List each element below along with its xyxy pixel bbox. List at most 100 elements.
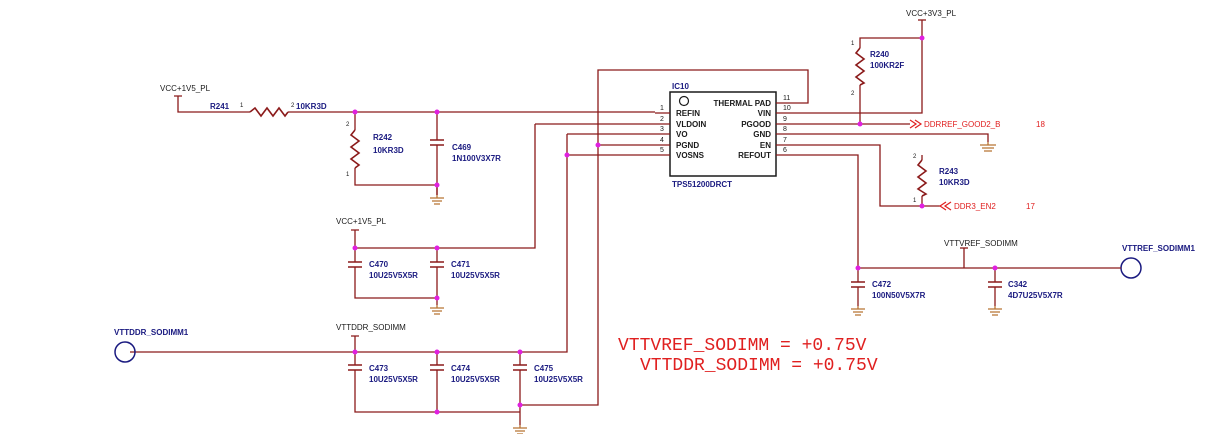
c472-ref: C472 [872, 280, 892, 289]
pin-num-9: 9 [783, 116, 787, 123]
junctions [352, 35, 998, 415]
resistor-r242: 2 1 R242 10KR3D [346, 122, 404, 178]
c472-value: 100N50V5X7R [872, 291, 926, 300]
pin-name-refout: REFOUT [738, 151, 771, 160]
net-vcc1v5-mid: VCC+1V5_PL [336, 217, 387, 226]
pin-num-7: 7 [783, 137, 787, 144]
ic-ref: IC10 [672, 82, 689, 91]
pgood-port-label: DDRREF_GOOD2_B [924, 120, 1000, 129]
pin-num-6: 6 [783, 147, 787, 154]
r241-ref: R241 [210, 102, 230, 111]
ground-icon [430, 305, 444, 315]
resistors: R241 1 2 10KR3D 2 1 R242 10KR3D 1 2 R240… [210, 41, 970, 204]
wires [130, 20, 1120, 425]
ground-icon [430, 195, 444, 205]
pin-num-5: 5 [660, 147, 664, 154]
notes: VTTVREF_SODIMM = +0.75V VTTDDR_SODIMM = … [618, 336, 878, 376]
junction [564, 152, 570, 158]
pin-name-pgood: PGOOD [741, 120, 771, 129]
pin-name-refin: REFIN [676, 109, 700, 118]
port-vttref: VTTREF_SODIMM1 [1120, 244, 1195, 279]
junction [857, 121, 863, 127]
junction [919, 203, 925, 209]
capacitor-c474: C474 10U25V5X5R [430, 362, 500, 384]
c469-value: 1N100V3X7R [452, 154, 501, 163]
ic10: IC10 TPS51200DRCT 1 2 3 4 5 REFIN VLDOIN… [655, 82, 792, 189]
capacitor-c469: C469 1N100V3X7R [430, 139, 501, 163]
ground-icon [513, 425, 527, 434]
c473-value: 10U25V5X5R [369, 375, 418, 384]
net-vttvref: VTTVREF_SODIMM [944, 239, 1018, 248]
junction [434, 409, 440, 415]
c475-value: 10U25V5X5R [534, 375, 583, 384]
pin-mark: 1 [346, 172, 350, 178]
capacitor-c473: C473 10U25V5X5R [348, 362, 418, 384]
c470-value: 10U25V5X5R [369, 271, 418, 280]
junction [517, 349, 523, 355]
r241-pin1: 1 [240, 103, 244, 109]
junction [434, 245, 440, 251]
en-port-page: 17 [1026, 202, 1035, 211]
capacitor-c470: C470 10U25V5X5R [348, 255, 418, 280]
junction [434, 349, 440, 355]
junction [434, 182, 440, 188]
capacitor-c472: C472 100N50V5X7R [851, 280, 926, 300]
pin-name-thermal-pad: THERMAL PAD [714, 99, 772, 108]
grounds [430, 142, 1002, 434]
net-vttddr: VTTDDR_SODIMM [336, 323, 406, 332]
c473-ref: C473 [369, 364, 389, 373]
ground-icon [988, 306, 1002, 316]
net-vcc3v3: VCC+3V3_PL [906, 9, 957, 18]
pin-name-vosns: VOSNS [676, 151, 705, 160]
ground-icon [980, 142, 996, 152]
junction [595, 142, 601, 148]
junction [434, 109, 440, 115]
junction [352, 349, 358, 355]
resistor-r240: 1 2 R240 100KR2F [851, 41, 904, 97]
r242-ref: R242 [373, 133, 393, 142]
capacitor-c475: C475 10U25V5X5R [513, 362, 583, 384]
c474-value: 10U25V5X5R [451, 375, 500, 384]
r243-value: 10KR3D [939, 178, 970, 187]
pin-num-11: 11 [783, 95, 790, 102]
resistor-r243: 2 1 R243 10KR3D [913, 154, 970, 204]
port-vttddr: VTTDDR_SODIMM1 [114, 328, 189, 363]
resistor-r241: R241 1 2 10KR3D [210, 102, 327, 118]
c475-ref: C475 [534, 364, 554, 373]
r241-value: 10KR3D [296, 102, 327, 111]
pin-name-en: EN [760, 141, 771, 150]
ground-icon [851, 306, 865, 316]
r243-ref: R243 [939, 167, 959, 176]
c342-ref: C342 [1008, 280, 1028, 289]
pin-num-2: 2 [660, 116, 664, 123]
offpage-ports: DDRREF_GOOD2_B 18 DDR3_EN2 17 VTTREF_SOD… [114, 119, 1195, 363]
junction [517, 402, 523, 408]
ic-part: TPS51200DRCT [672, 180, 732, 189]
pin-mark: 1 [913, 198, 917, 204]
pin-mark: 2 [346, 122, 350, 128]
r241-pin2: 2 [291, 103, 295, 109]
pin-num-4: 4 [660, 137, 664, 144]
port-en: DDR3_EN2 17 [938, 201, 1035, 211]
pin-name-vo: VO [676, 130, 688, 139]
vttref-port-label: VTTREF_SODIMM1 [1122, 244, 1195, 253]
capacitor-c471: C471 10U25V5X5R [430, 255, 500, 280]
pin-name-vin: VIN [758, 109, 772, 118]
c474-ref: C474 [451, 364, 471, 373]
r240-value: 100KR2F [870, 61, 904, 70]
pin-name-gnd: GND [753, 130, 771, 139]
pin-name-pgnd: PGND [676, 141, 699, 150]
c471-ref: C471 [451, 260, 471, 269]
pgood-port-page: 18 [1036, 120, 1045, 129]
pin-num-3: 3 [660, 126, 664, 133]
port-circle-icon [1120, 257, 1142, 279]
note-vttvref: VTTVREF_SODIMM = +0.75V [618, 336, 867, 356]
pin-mark: 1 [851, 41, 855, 47]
r240-ref: R240 [870, 50, 890, 59]
junction [855, 265, 861, 271]
pin-num-8: 8 [783, 126, 787, 133]
power-labels: VCC+3V3_PL VCC+1V5_PL VCC+1V5_PL VTTVREF… [160, 9, 1018, 344]
pin-name-vldoin: VLDOIN [676, 120, 706, 129]
junction [992, 265, 998, 271]
port-pgood: DDRREF_GOOD2_B 18 [909, 119, 1045, 129]
